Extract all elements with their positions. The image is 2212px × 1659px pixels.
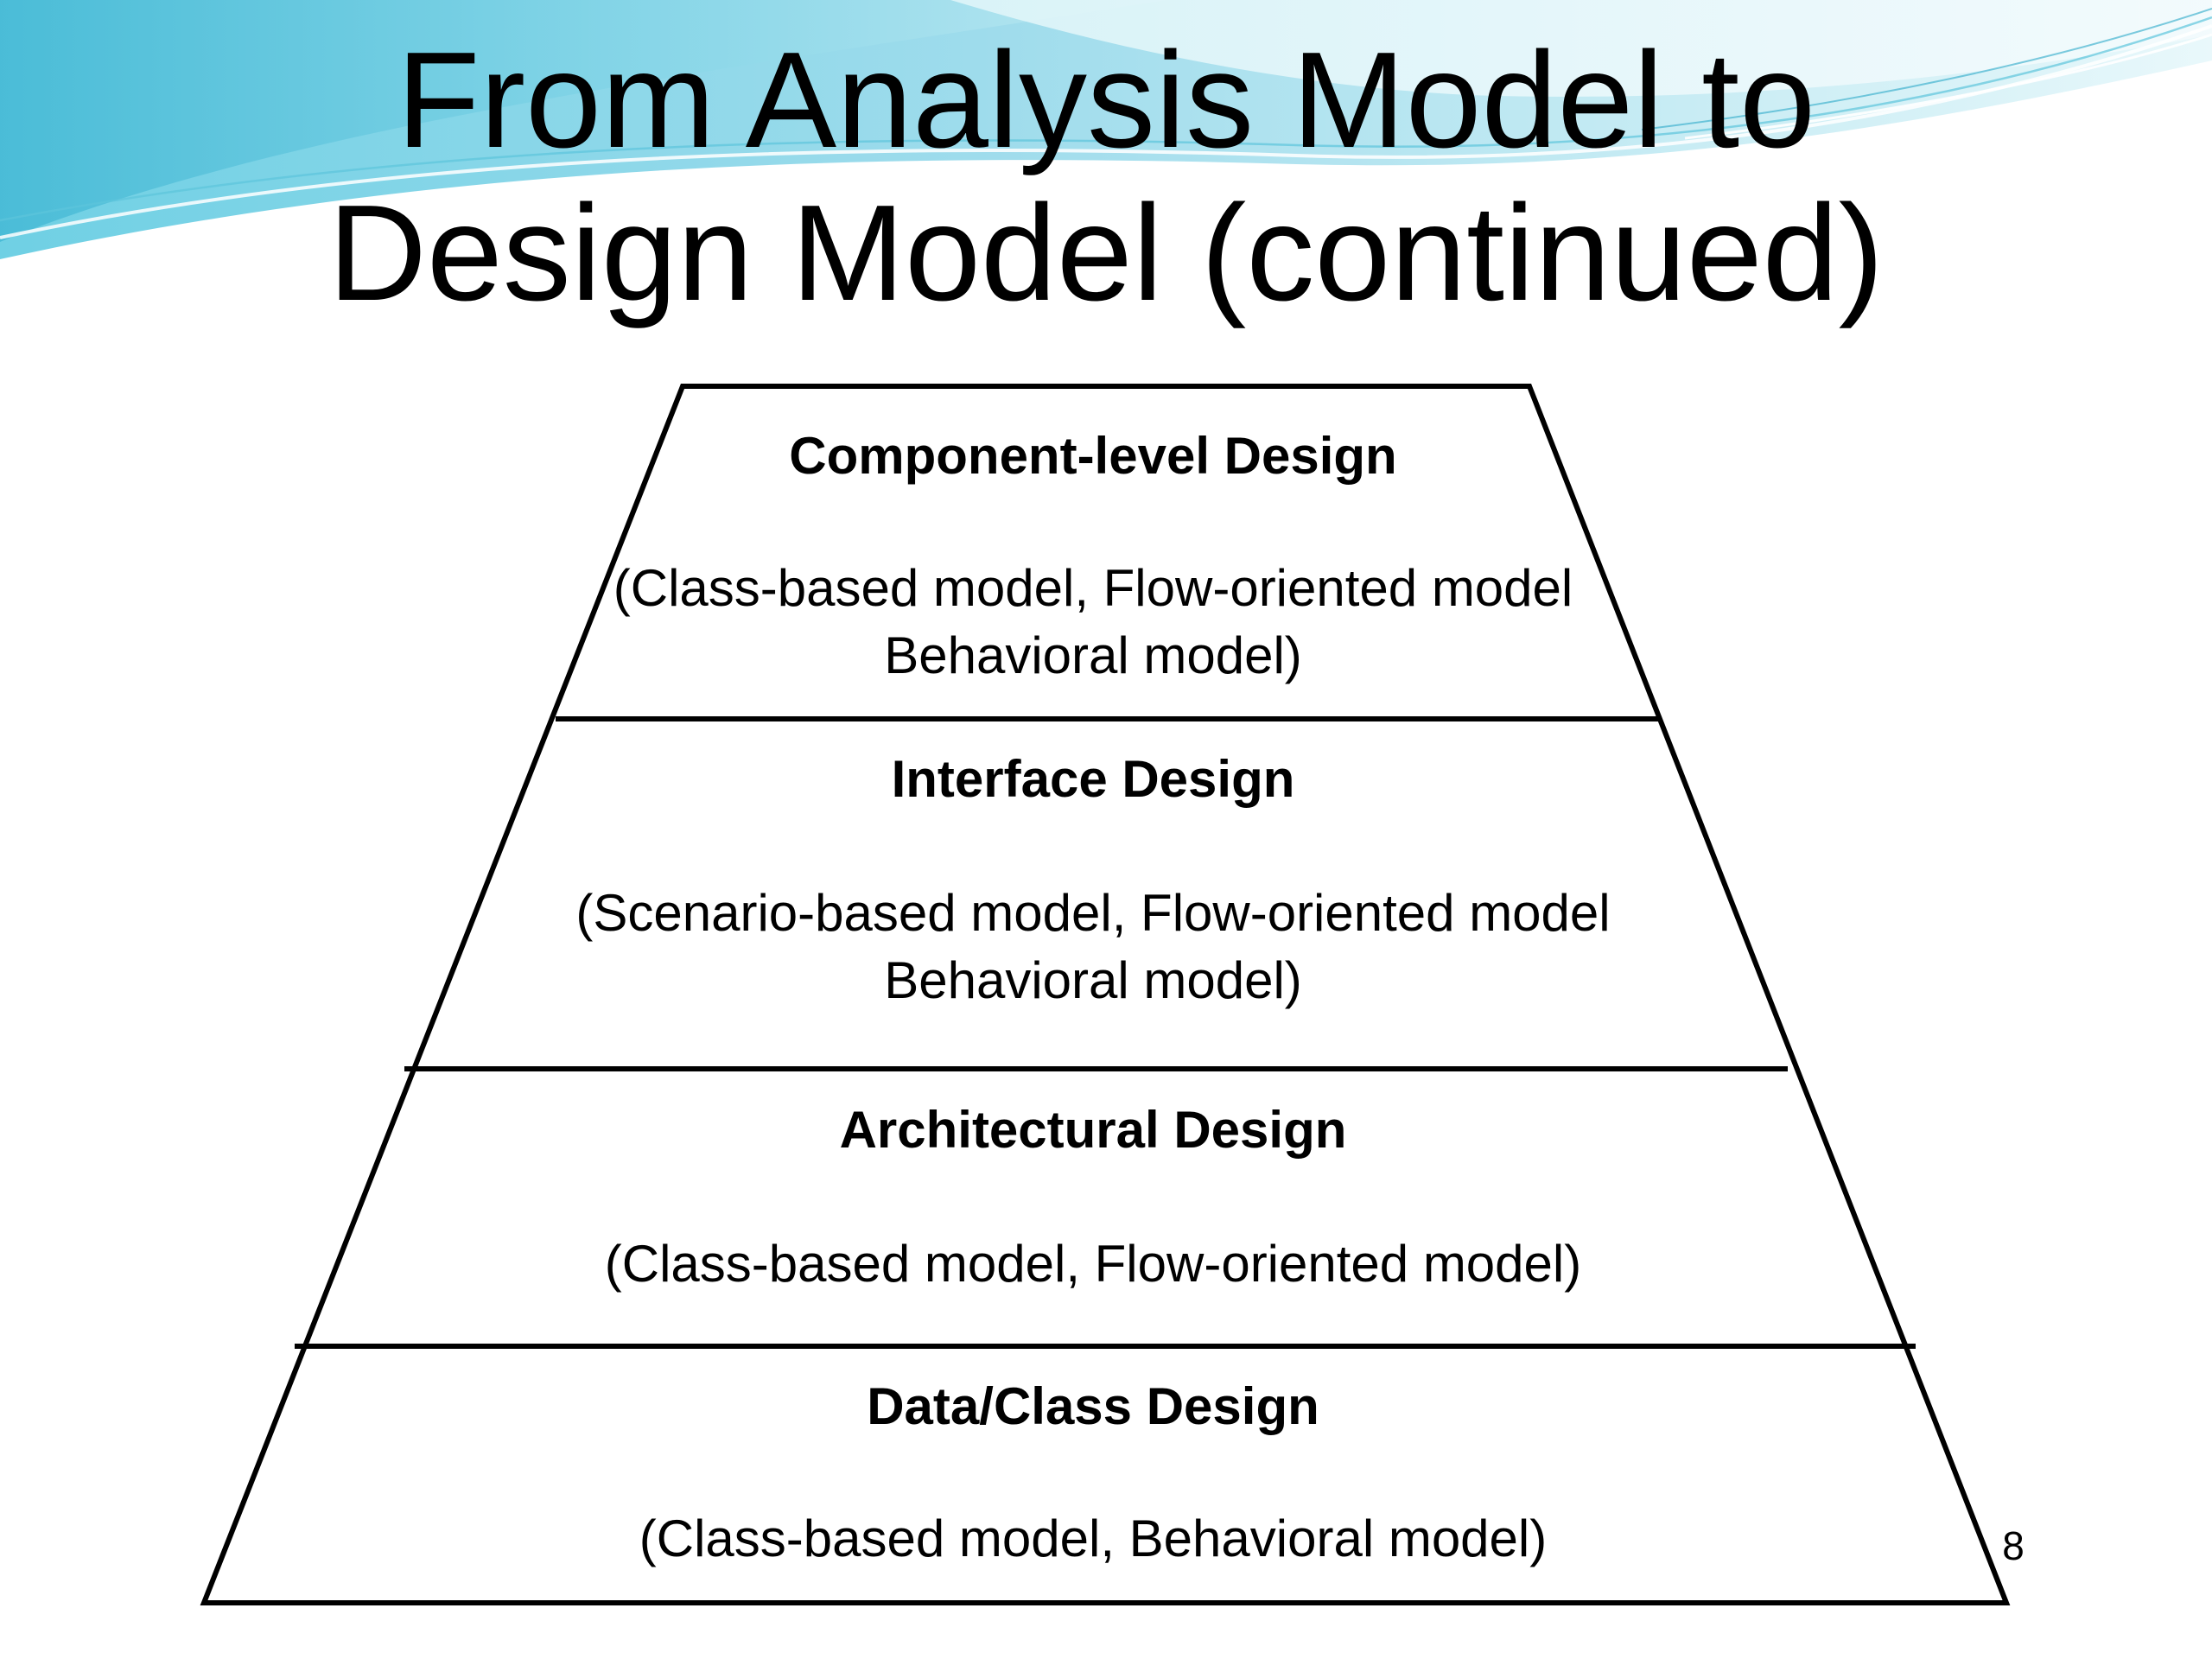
wave-band-highlight [950,0,2212,97]
slide-title-line-1: From Analysis Model to [396,24,1816,176]
wave-swoosh-line-3 [1641,8,2212,130]
wave-swoosh-line-4 [1684,33,2212,140]
pyramid-outline [200,384,2011,1605]
layer-description-component-level: (Class-based model, Flow-oriented model … [613,559,1573,684]
layer-description-data-class: (Class-based model, Behavioral model) [639,1510,1548,1567]
layer-description-architectural: (Class-based model, Flow-oriented model) [604,1235,1582,1293]
layer-heading-interface: Interface Design [891,750,1295,808]
wave-swoosh-line-2 [0,16,2212,222]
layer-heading-component-level: Component-level Design [789,427,1397,485]
slide-page-number: 8 [2002,1523,2024,1568]
wave-band-front [0,0,1166,242]
layer-description-interface: (Scenario-based model, Flow-oriented mod… [575,884,1611,1009]
layer-heading-data-class: Data/Class Design [867,1377,1319,1435]
layer-heading-architectural: Architectural Design [839,1101,1347,1159]
wave-swoosh-line-1 [0,24,2212,239]
slide-title-line-2: Design Model (continued) [327,177,1885,329]
